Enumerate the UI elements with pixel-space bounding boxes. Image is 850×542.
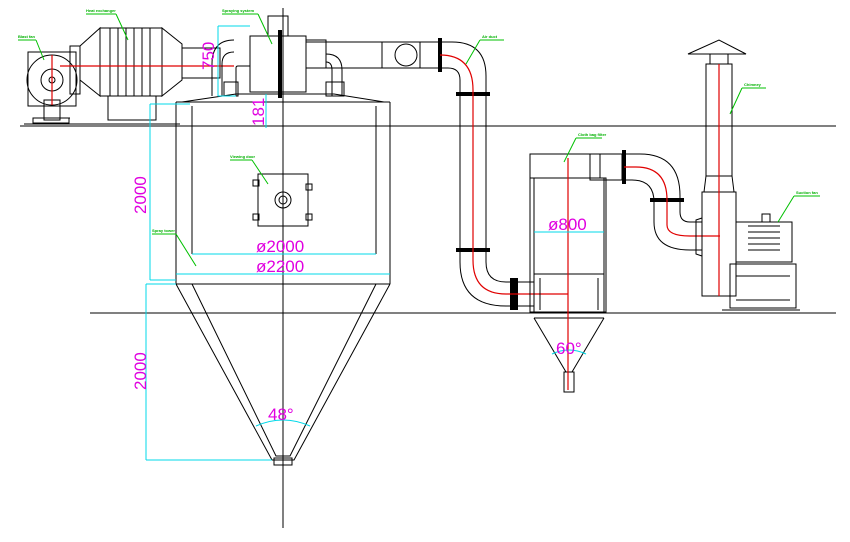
heat-exchanger <box>24 26 221 125</box>
dim-750: 750 <box>199 42 218 70</box>
label-blast-fan: Blast fan <box>18 34 35 39</box>
air-duct <box>306 38 568 310</box>
dim-filter-diameter: ø800 <box>548 215 587 234</box>
spraying-system <box>211 15 345 98</box>
chimney <box>687 39 747 296</box>
label-heat-exchanger: Heat exchanger <box>86 8 116 13</box>
dim-cylinder-height: 2000 <box>131 176 150 214</box>
blast-fan <box>26 45 81 124</box>
label-bag-filter: Cloth bag filter <box>578 132 607 137</box>
label-viewing-door: Viewing door <box>230 154 255 159</box>
dim-181: 181 <box>249 98 268 126</box>
label-suction-fan: Suction fan <box>796 190 818 195</box>
fan-duct <box>624 153 720 251</box>
label-spraying-system: Spraying system <box>222 8 254 13</box>
dim-filter-angle: 60° <box>556 339 582 358</box>
dim-outer-diameter: ø2200 <box>256 257 304 276</box>
label-air-duct: Air duct <box>482 34 498 39</box>
dim-inner-diameter: ø2000 <box>256 237 304 256</box>
dimensions <box>145 25 604 461</box>
dim-cone-height: 2000 <box>131 352 150 390</box>
labels: Blast fan Heat exchanger Spraying system… <box>18 8 820 267</box>
label-chimney: Chimney <box>744 82 762 87</box>
cloth-bag-filter <box>529 150 626 393</box>
label-spray-tower: Spray tower <box>152 228 175 233</box>
dim-cone-angle: 48° <box>268 405 294 424</box>
suction-fan <box>695 191 800 311</box>
viewing-door <box>252 173 313 227</box>
